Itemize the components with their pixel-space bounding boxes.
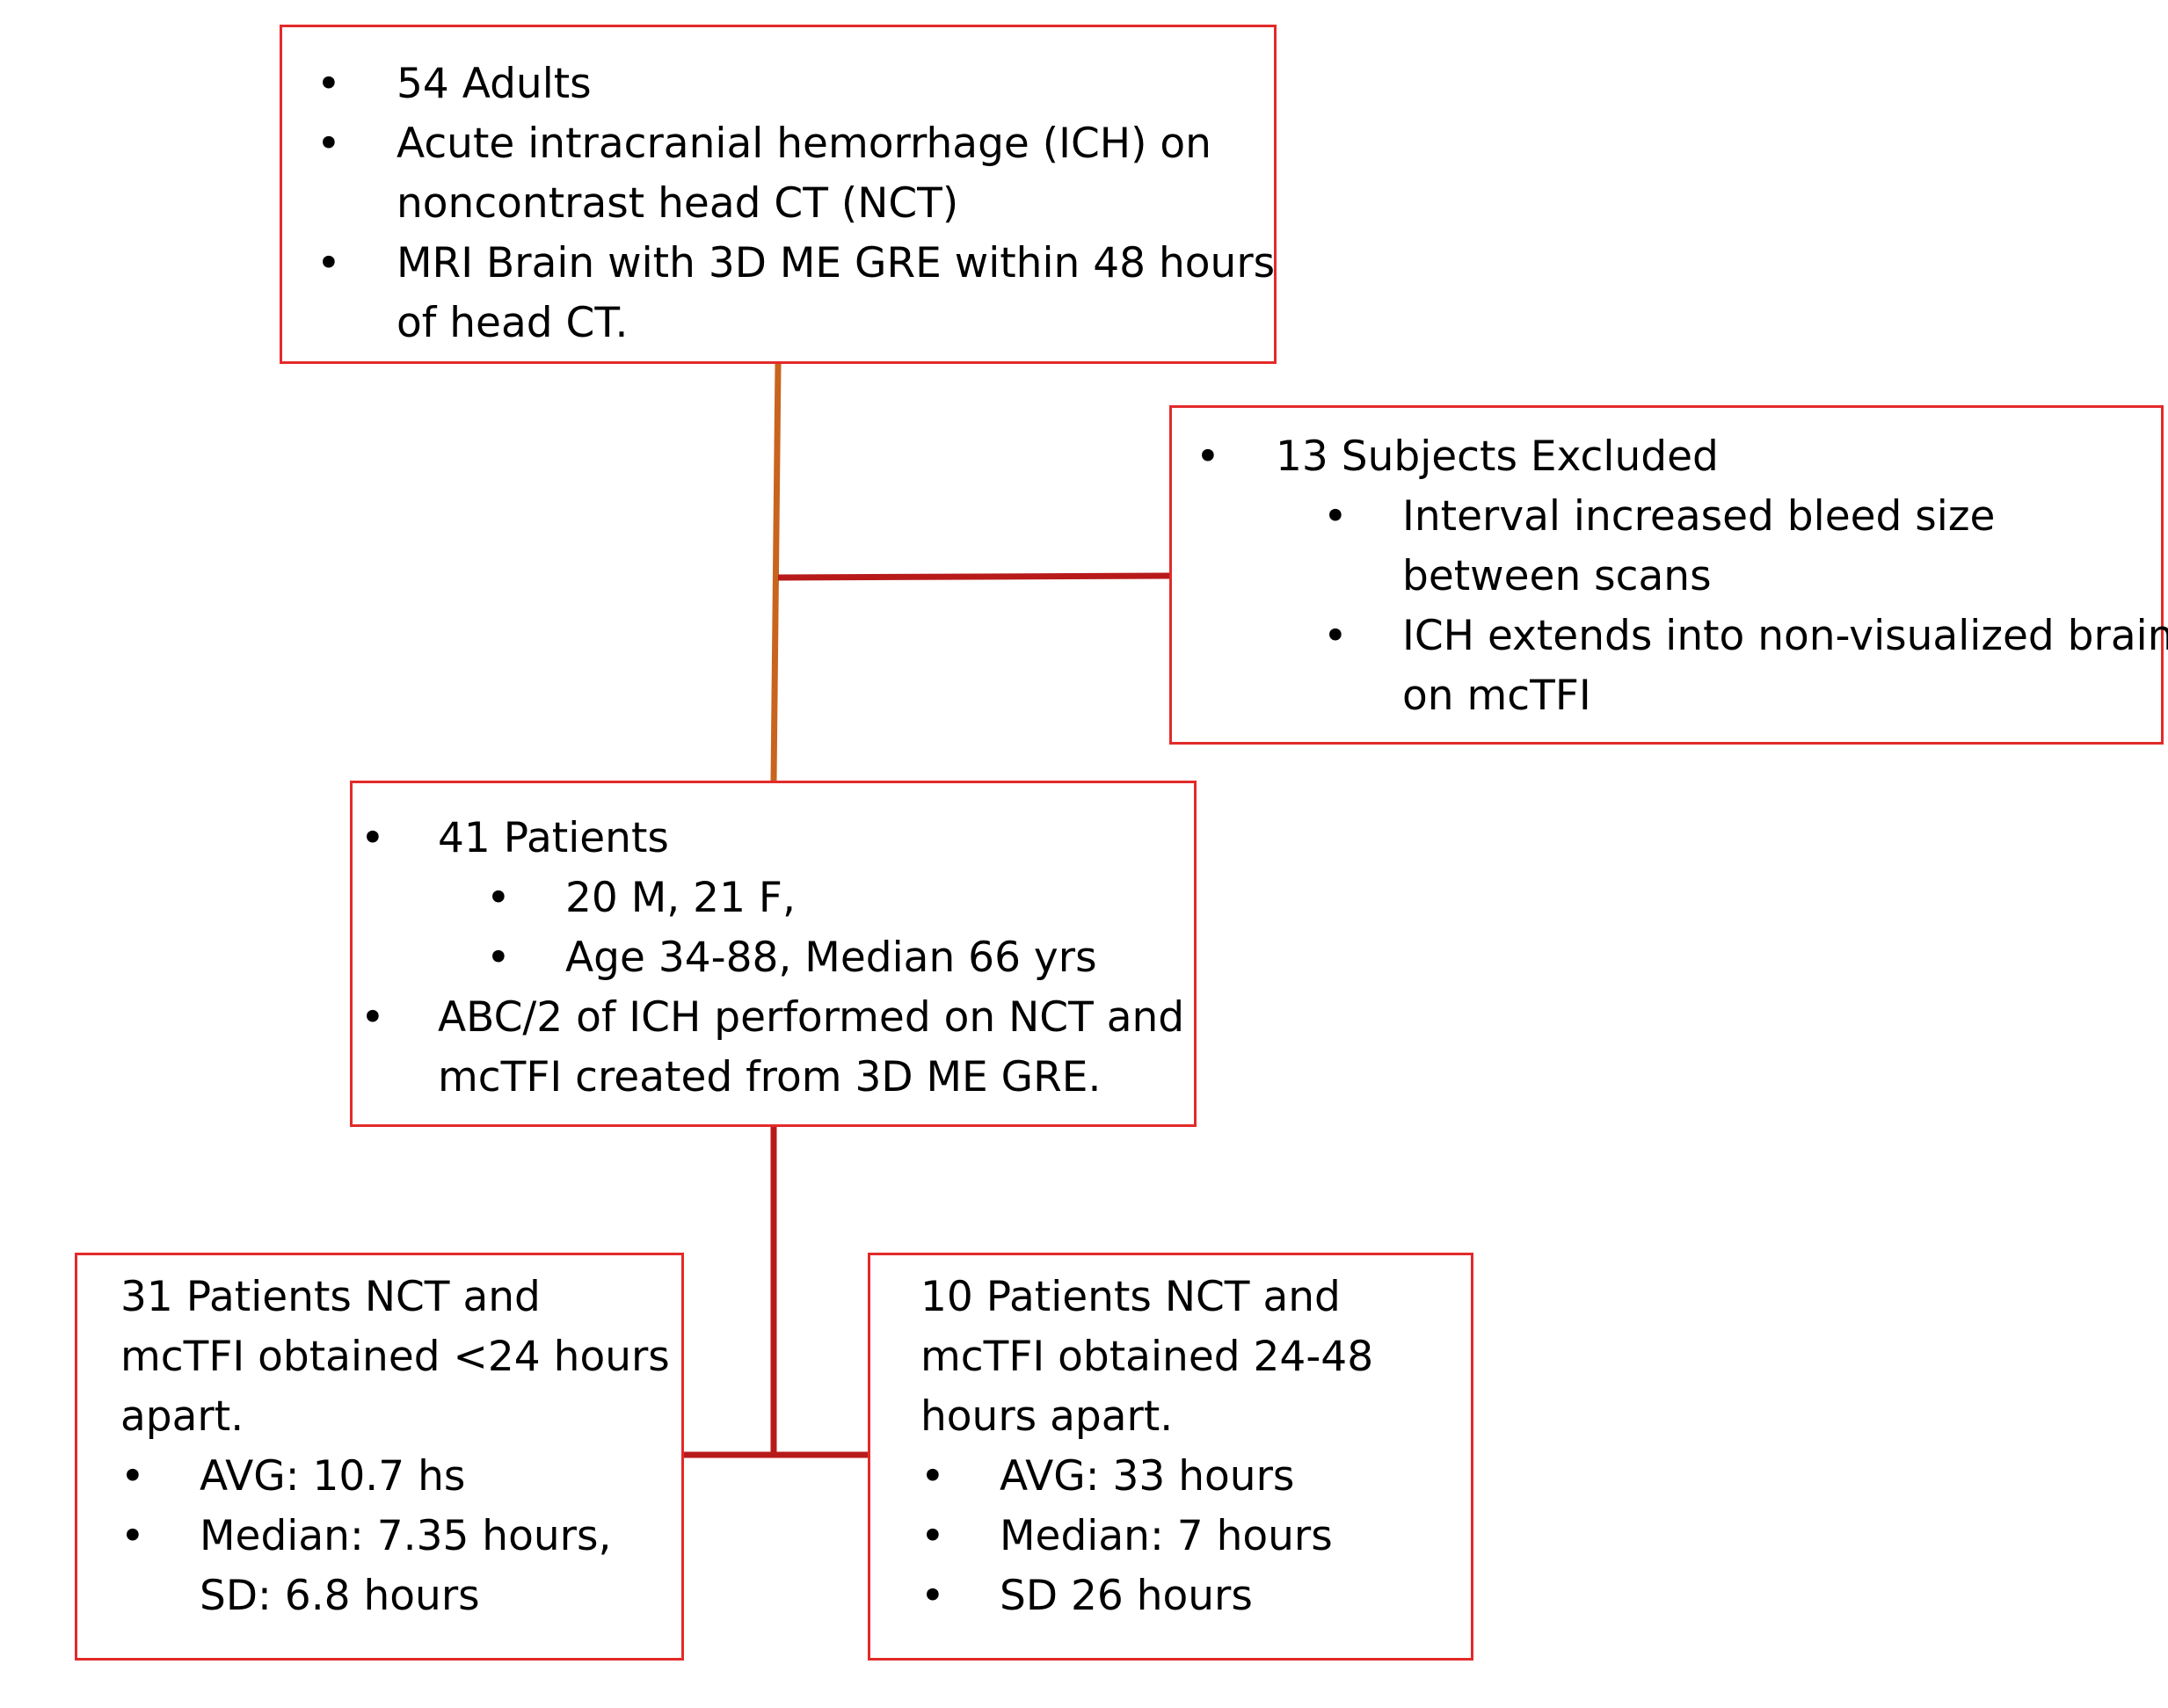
box-inclusion <box>280 25 1277 364</box>
inclusion-item-mri-cont: of head CT. <box>396 299 629 347</box>
bullet: • <box>360 993 385 1042</box>
excluded-reason-extends-cont: on mcTFI <box>1402 672 1591 720</box>
inclusion-item-ich: Acute intracranial hemorrhage (ICH) on <box>396 120 1211 168</box>
box-24-48h <box>868 1253 1473 1661</box>
box-patients <box>350 781 1197 1127</box>
box-excluded <box>1169 405 2164 745</box>
bullet: • <box>316 239 341 287</box>
24-48h-median: Median: 7 hours <box>1000 1512 1333 1560</box>
under-24h-avg: AVG: 10.7 hs <box>200 1452 466 1501</box>
under-24h-desc-2: mcTFI obtained <24 hours <box>120 1333 670 1381</box>
24-48h-desc-2: mcTFI obtained 24-48 <box>920 1333 1374 1381</box>
inclusion-item-adults: 54 Adults <box>396 60 592 108</box>
bullet: • <box>316 120 341 168</box>
patients-sex: 20 M, 21 F, <box>565 874 796 922</box>
patients-method: ABC/2 of ICH performed on NCT and <box>438 993 1185 1042</box>
bullet: • <box>920 1572 945 1620</box>
bullet: • <box>120 1452 145 1501</box>
patients-age: Age 34-88, Median 66 yrs <box>565 934 1097 982</box>
bullet: • <box>920 1452 945 1501</box>
bullet: • <box>360 814 385 862</box>
inclusion-item-ich-cont: noncontrast head CT (NCT) <box>396 179 959 228</box>
connector-top-to-middle <box>770 363 782 781</box>
bullet: • <box>486 934 511 982</box>
24-48h-desc-3: hours apart. <box>920 1392 1174 1441</box>
excluded-reason-bleed: Interval increased bleed size <box>1402 492 1996 541</box>
inclusion-item-mri: MRI Brain with 3D ME GRE within 48 hours <box>396 239 1276 287</box>
excluded-reason-bleed-cont: between scans <box>1402 552 1712 600</box>
under-24h-sd: SD: 6.8 hours <box>200 1572 480 1620</box>
bullet: • <box>316 60 341 108</box>
connector-to-excluded <box>777 572 1170 581</box>
patients-count: 41 Patients <box>438 814 669 862</box>
excluded-reason-extends: ICH extends into non-visualized brain <box>1402 612 2168 660</box>
bullet: • <box>120 1512 145 1560</box>
24-48h-desc-1: 10 Patients NCT and <box>920 1273 1341 1321</box>
under-24h-desc-3: apart. <box>120 1392 244 1441</box>
box-under-24h <box>75 1253 684 1661</box>
24-48h-sd: SD 26 hours <box>1000 1572 1253 1620</box>
under-24h-median: Median: 7.35 hours, <box>200 1512 612 1560</box>
patients-method-cont: mcTFI created from 3D ME GRE. <box>438 1053 1102 1101</box>
bullet: • <box>1196 432 1220 481</box>
bullet: • <box>1323 492 1348 541</box>
24-48h-avg: AVG: 33 hours <box>1000 1452 1295 1501</box>
excluded-count: 13 Subjects Excluded <box>1276 432 1719 481</box>
bullet: • <box>1323 612 1348 660</box>
bullet: • <box>920 1512 945 1560</box>
bullet: • <box>486 874 511 922</box>
under-24h-desc-1: 31 Patients NCT and <box>120 1273 541 1321</box>
